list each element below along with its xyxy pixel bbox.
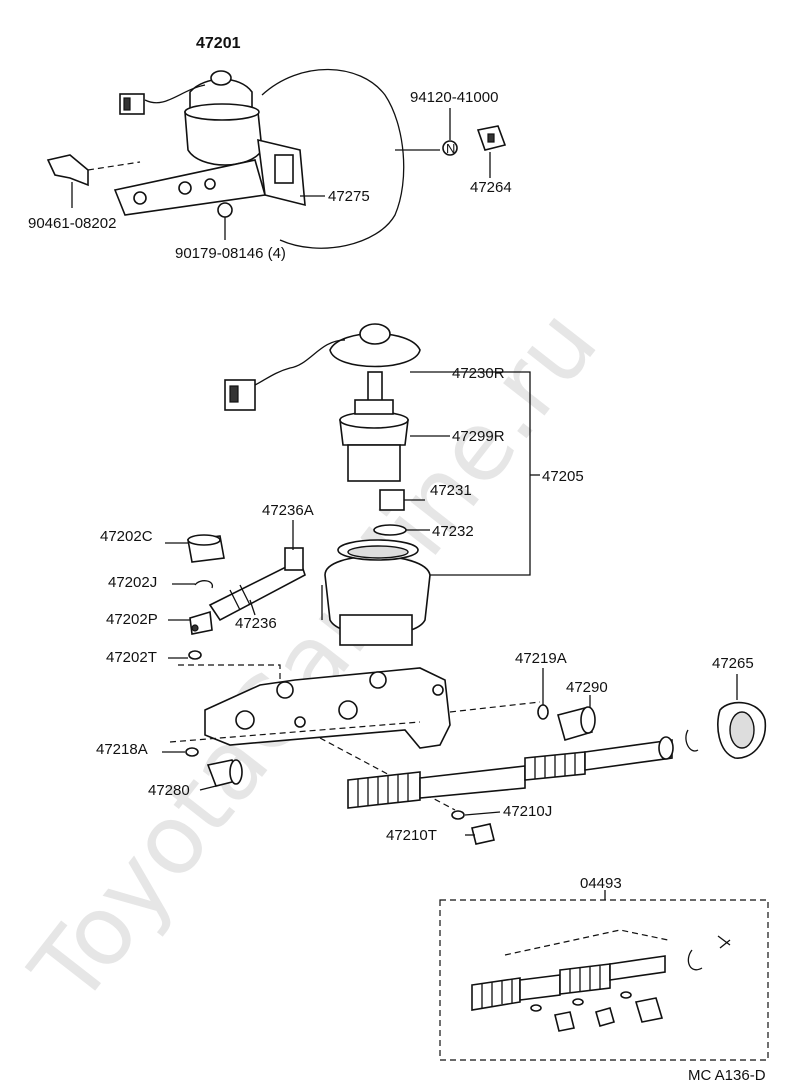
- gasket-47218A: [185, 747, 199, 757]
- kit-clip: [717, 935, 731, 949]
- reservoir-cap-47230R: [329, 332, 421, 368]
- kit-04493: [439, 890, 769, 1061]
- label-47232: 47232: [432, 523, 474, 540]
- footer-code: MC A136-D: [688, 1067, 766, 1084]
- bracket-90461: [46, 154, 89, 187]
- clip-47202J: [194, 580, 213, 589]
- piston-primary: [419, 765, 526, 799]
- kit-spring-secondary: [559, 963, 611, 995]
- label-90461-08202: 90461-08202: [28, 215, 116, 232]
- label-47231: 47231: [430, 482, 472, 499]
- label-47280: 47280: [148, 782, 190, 799]
- nut-94120: [442, 140, 458, 156]
- right-parts: [347, 668, 766, 845]
- master-cylinder-body: [169, 667, 541, 811]
- nut-90179: [217, 202, 233, 218]
- gasket-47232: [373, 524, 407, 536]
- label-47264: 47264: [470, 179, 512, 196]
- label-47210T: 47210T: [386, 827, 437, 844]
- piston-secondary: [584, 739, 673, 771]
- reservoir-exploded: [224, 323, 540, 646]
- label-47202P: 47202P: [106, 611, 158, 628]
- label-90179-08146: 90179-08146 (4): [175, 245, 286, 262]
- strainer-47231: [379, 489, 405, 511]
- gasket-47210J: [451, 810, 465, 820]
- label-47218A: 47218A: [96, 741, 148, 758]
- top-assembly: N: [46, 68, 507, 249]
- snap-ring: [685, 729, 699, 752]
- gasket-47219A: [537, 704, 549, 720]
- label-47236: 47236: [235, 615, 277, 632]
- label-47219A: 47219A: [515, 650, 567, 667]
- spring-primary: [347, 771, 421, 809]
- label-47201: 47201: [196, 35, 241, 52]
- label-47290: 47290: [566, 679, 608, 696]
- kit-spring-primary: [471, 977, 521, 1011]
- kit-snap-ring: [687, 949, 703, 971]
- kit-box: [439, 899, 769, 1061]
- label-47275: 47275: [328, 188, 370, 205]
- label-47210J: 47210J: [503, 803, 552, 820]
- booster-outline: [261, 68, 405, 249]
- label-47202J: 47202J: [108, 574, 157, 591]
- hose-47236: [208, 558, 306, 622]
- oring-47202T: [188, 650, 202, 660]
- kit-piston-secondary: [609, 955, 666, 981]
- cylinder-housing: [204, 667, 451, 749]
- label-47202C: 47202C: [100, 528, 153, 545]
- left-parts: [165, 520, 306, 682]
- label-47236A: 47236A: [262, 502, 314, 519]
- kit-bolt-1: [554, 1011, 575, 1032]
- bolt-47210T: [471, 823, 495, 845]
- svg-text:N: N: [446, 141, 455, 156]
- label-47265: 47265: [712, 655, 754, 672]
- label-04493: 04493: [580, 875, 622, 892]
- label-94120-41000: 94120-41000: [410, 89, 498, 106]
- reservoir-cap: [189, 78, 253, 111]
- label-47202T: 47202T: [106, 649, 157, 666]
- kit-bolt-2: [595, 1007, 615, 1027]
- label-47230R: 47230R: [452, 365, 505, 382]
- label-47205: 47205: [542, 468, 584, 485]
- kit-piston-primary: [519, 974, 561, 1001]
- kit-plug: [634, 997, 664, 1023]
- label-47299R: 47299R: [452, 428, 505, 445]
